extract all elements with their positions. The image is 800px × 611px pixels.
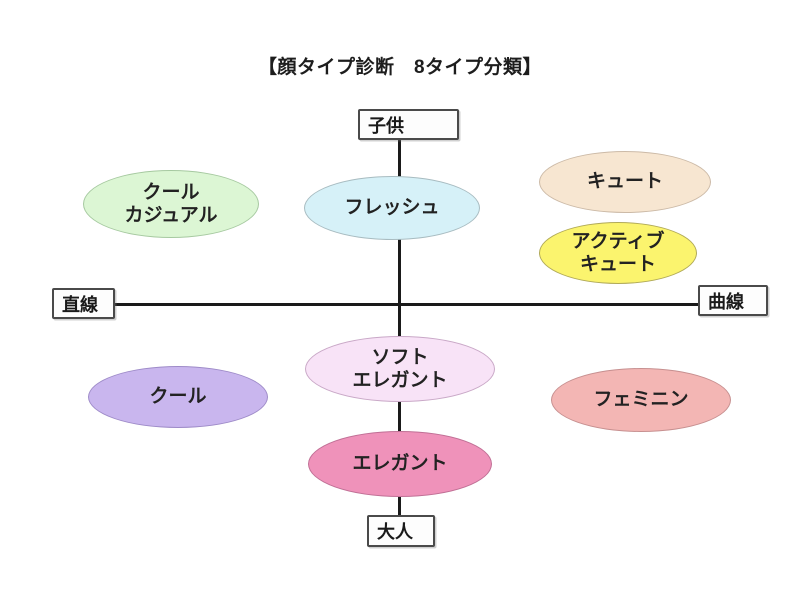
type-label-cute: キュート bbox=[586, 171, 663, 193]
type-label-fresh: フレッシュ bbox=[344, 197, 440, 219]
type-label-cool: クール bbox=[149, 386, 207, 408]
type-ellipse-fresh: フレッシュ bbox=[304, 176, 480, 240]
axis-label-straight: 直線 bbox=[52, 288, 115, 319]
type-ellipse-cute: キュート bbox=[539, 151, 711, 213]
diagram-title: 【顔タイプ診断 8タイプ分類】 bbox=[257, 57, 543, 78]
type-ellipse-cool-casual: クール カジュアル bbox=[83, 170, 259, 238]
axis-label-child: 子供 bbox=[358, 109, 459, 140]
type-label-active-cute: アクティブ キュート bbox=[571, 230, 665, 275]
type-ellipse-feminine: フェミニン bbox=[551, 368, 731, 432]
axis-label-adult: 大人 bbox=[367, 515, 435, 547]
axis-label-curved: 曲線 bbox=[698, 285, 768, 316]
type-label-cool-casual: クール カジュアル bbox=[124, 181, 218, 226]
horizontal-axis-line bbox=[114, 303, 698, 306]
type-label-feminine: フェミニン bbox=[593, 389, 689, 411]
vertical-axis-line bbox=[398, 139, 401, 516]
type-ellipse-elegant: エレガント bbox=[308, 431, 492, 497]
type-ellipse-soft-elegant: ソフト エレガント bbox=[305, 336, 495, 402]
type-label-elegant: エレガント bbox=[352, 453, 448, 475]
type-ellipse-active-cute: アクティブ キュート bbox=[539, 222, 697, 284]
type-label-soft-elegant: ソフト エレガント bbox=[352, 346, 448, 391]
type-ellipse-cool: クール bbox=[88, 366, 268, 428]
